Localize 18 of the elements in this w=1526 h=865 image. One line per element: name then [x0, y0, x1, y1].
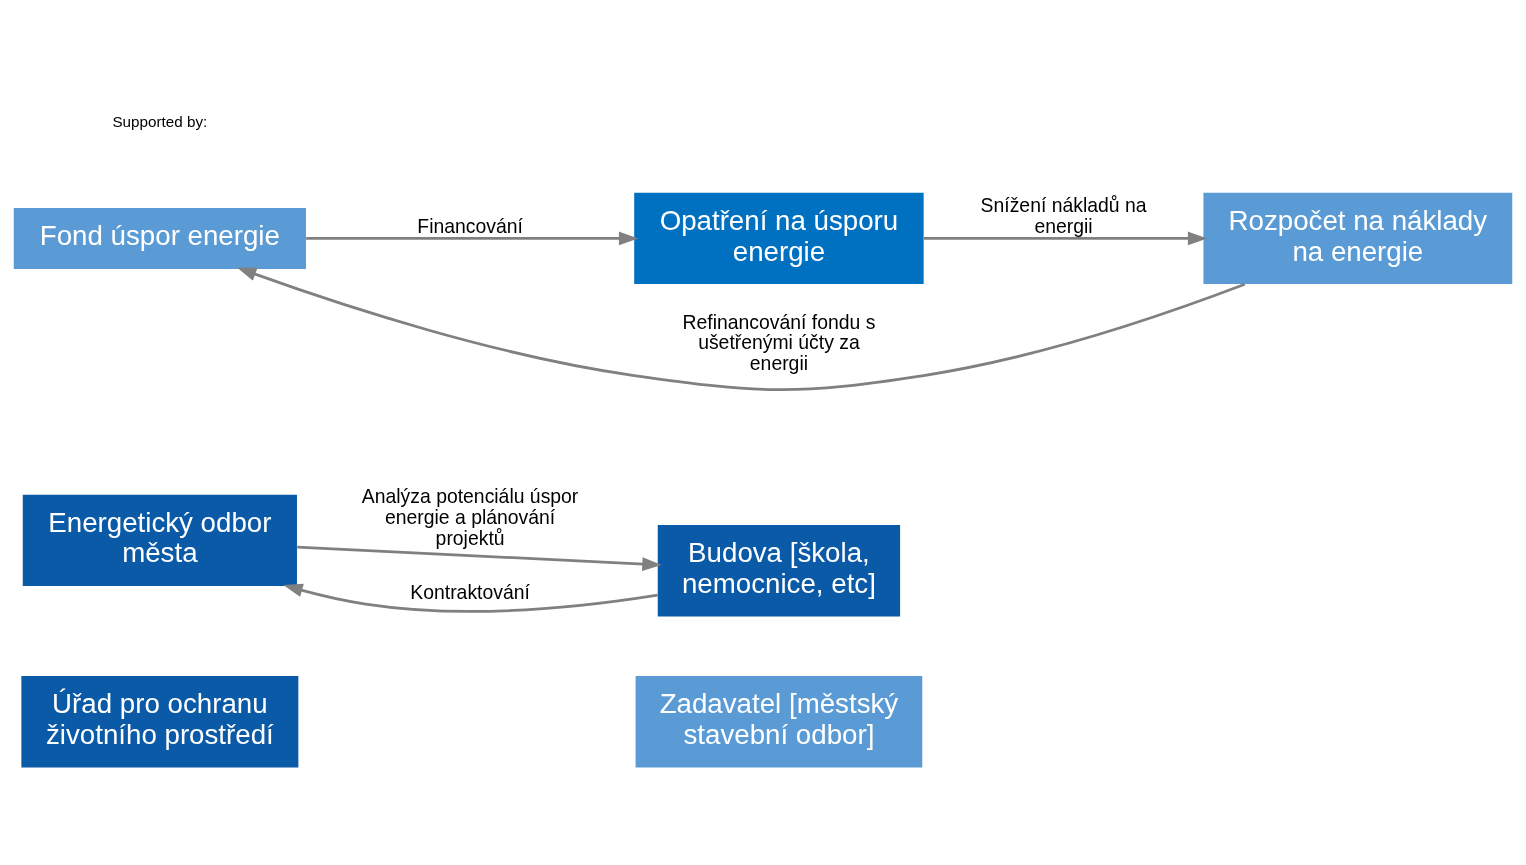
label: Supported by: — [112, 112, 208, 130]
node-box: Energetický odbor města — [22, 494, 297, 586]
node-box: Zadavatel [městský stavební odbor] — [635, 675, 923, 767]
edge-label: Analýza potenciálu úspor energie a plánování projektů — [361, 484, 579, 549]
arrow — [297, 545, 662, 571]
edge-label: Refinancování fondu s ušetřenými účty za energii — [682, 310, 876, 374]
arrow — [923, 231, 1208, 245]
arrow — [283, 583, 658, 613]
node-box: Rozpočet na náklady na energie — [1203, 192, 1513, 284]
node-box: Fond úspor energie — [13, 207, 306, 269]
arrow — [306, 231, 639, 245]
node-box: Opatření na úsporu energie — [634, 192, 924, 284]
arrow — [236, 267, 1246, 391]
edge-label: Snížení nákladů na energii — [980, 193, 1147, 237]
edge-label: Kontraktování — [410, 580, 530, 603]
node-box: Úřad pro ochranu životního prostředí — [21, 675, 299, 767]
edge-label: Financování — [417, 214, 523, 237]
node-box: Budova [škola, nemocnice, etc] — [657, 524, 901, 616]
